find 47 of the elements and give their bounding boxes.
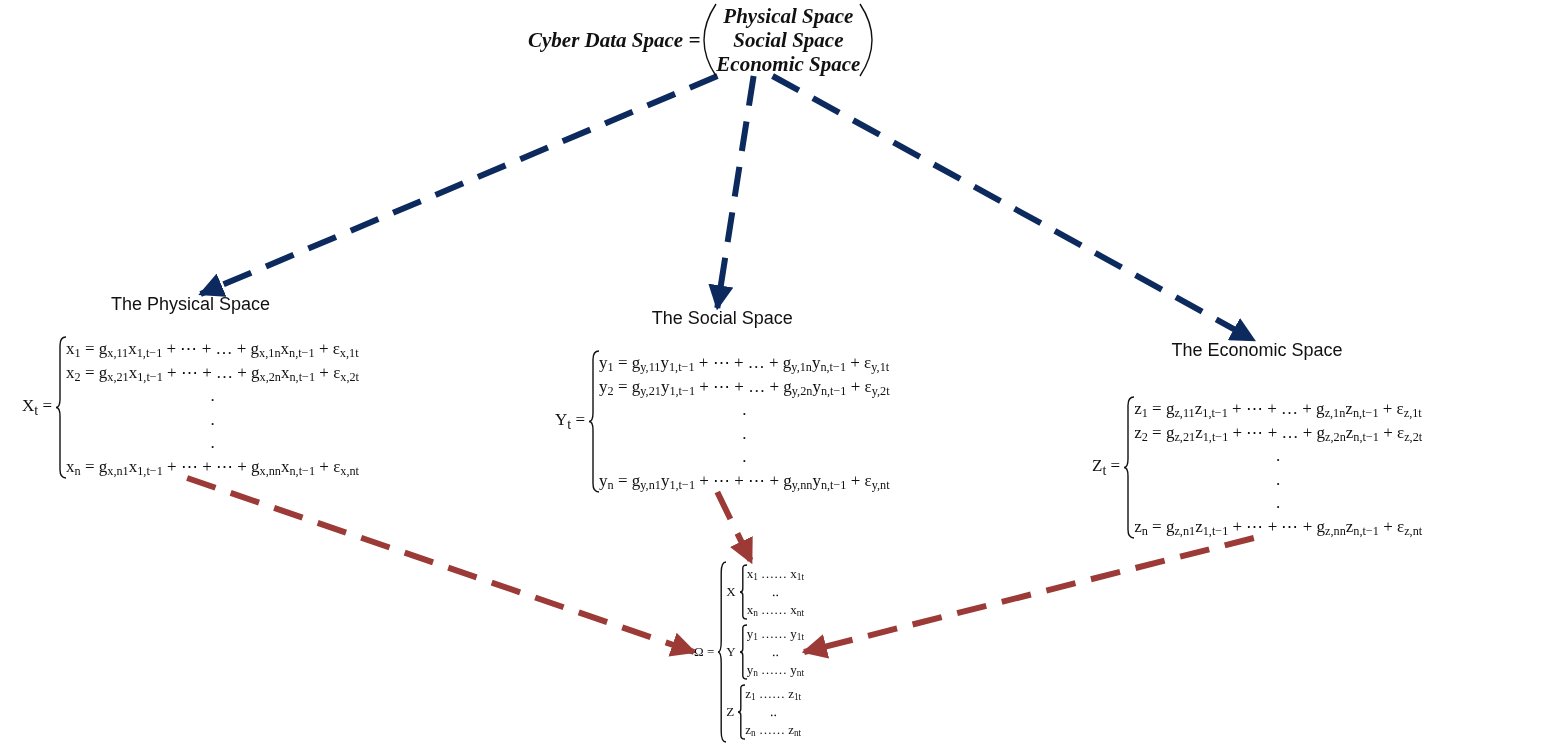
dashed-arrow <box>771 73 1256 343</box>
ellipsis-dot: . <box>741 399 748 421</box>
equation-line: y$_{n}$ = g$_{y,n1}$y$_{1,t−1}$ + ⋯ + ⋯ + g$_{y,nn}$y$_{n,t−1}$ + ε$_{y,nt}$ <box>599 469 890 492</box>
sequence-line: y$_{1}$ …… y$_{1t}$ <box>746 625 805 643</box>
sequence-line: x$_{n}$ …… x$_{nt}$ <box>746 601 805 619</box>
sequence-line: y$_{n}$ …… y$_{nt}$ <box>746 661 805 679</box>
ellipsis-dot: . <box>209 408 216 431</box>
variable-name: X <box>726 584 736 600</box>
equation-line: x$_{1}$ = g$_{x,11}$x$_{1,t−1}$ + ⋯ + … + g$_{x,1n}$x$_{n,t−1}$ + ε$_{x,1t}$ <box>66 338 359 361</box>
equation-line: y$_{2}$ = g$_{y,21}$y$_{1,t−1}$ + ⋯ + … + g$_{y,2n}$y$_{n,t−1}$ + ε$_{y,2t}$ <box>599 375 890 398</box>
equation-line: z$_{1}$ = g$_{z,11}$z$_{1,t−1}$ + ⋯ + … + g$_{z,1n}$z$_{n,t−1}$ + ε$_{z,1t}$ <box>1134 398 1423 421</box>
space-heading: The Social Space <box>651 308 793 329</box>
equation-lhs: X$_{t}$ = <box>22 395 53 420</box>
ellipsis-dot: . <box>741 422 748 445</box>
variable-name: Z <box>726 704 735 720</box>
ellipsis-dot: . <box>209 432 216 454</box>
sequence-line: z$_{n}$ …… z$_{nt}$ <box>745 721 802 739</box>
equation-line: z$_{2}$ = g$_{z,21}$z$_{1,t−1}$ + ⋯ + … + g$_{z,2n}$z$_{n,t−1}$ + ε$_{z,2t}$ <box>1134 421 1423 444</box>
space-name: Physical Space <box>722 4 855 28</box>
ellipsis-dot: . <box>1275 468 1282 491</box>
equation-lhs: Z$_{t}$ = <box>1092 455 1121 480</box>
ellipsis-dot: . <box>741 446 748 468</box>
ellipsis-dot: . <box>1275 492 1282 514</box>
ellipsis-dot: . <box>209 385 216 407</box>
equation-line: x$_{2}$ = g$_{x,21}$x$_{1,t−1}$ + ⋯ + … + g$_{x,2n}$x$_{n,t−1}$ + ε$_{x,2t}$ <box>66 361 359 384</box>
dashed-arrow <box>714 490 754 565</box>
equation-line: x$_{n}$ = g$_{x,n1}$x$_{1,t−1}$ + ⋯ + ⋯ + g$_{x,nn}$x$_{n,t−1}$ + ε$_{x,nt}$ <box>66 455 359 478</box>
ellipsis-dot: ‥ <box>770 583 780 601</box>
ellipsis-dot: ‥ <box>770 643 780 661</box>
ellipsis-dot: . <box>1275 445 1282 467</box>
ellipsis-dot: ‥ <box>768 703 778 721</box>
dashed-arrow <box>708 75 757 311</box>
sequence-line: x$_{1}$ …… x$_{1t}$ <box>746 565 805 583</box>
equation-line: z$_{n}$ = g$_{z,n1}$z$_{1,t−1}$ + ⋯ + ⋯ + g$_{z,nn}$z$_{n,t−1}$ + ε$_{z,nt}$ <box>1134 515 1423 538</box>
dashed-arrow <box>801 535 1255 659</box>
space-heading: The Economic Space <box>1171 340 1343 361</box>
sequence-line: z$_{1}$ …… z$_{1t}$ <box>745 685 802 703</box>
dashed-arrow <box>198 73 719 297</box>
equation-lhs: Y$_{t}$ = <box>555 409 586 434</box>
equation-line: y$_{1}$ = g$_{y,11}$y$_{1,t−1}$ + ⋯ + … + g$_{y,1n}$y$_{n,t−1}$ + ε$_{y,1t}$ <box>599 352 890 375</box>
space-name: Economic Space <box>716 52 861 76</box>
variable-name: Y <box>726 644 736 660</box>
space-name: Social Space <box>732 28 845 52</box>
equation-lhs: Ω = <box>694 644 715 660</box>
space-heading: The Physical Space <box>110 294 271 315</box>
equation-text: Cyber Data Space = <box>528 27 701 53</box>
dashed-arrow <box>186 475 697 657</box>
